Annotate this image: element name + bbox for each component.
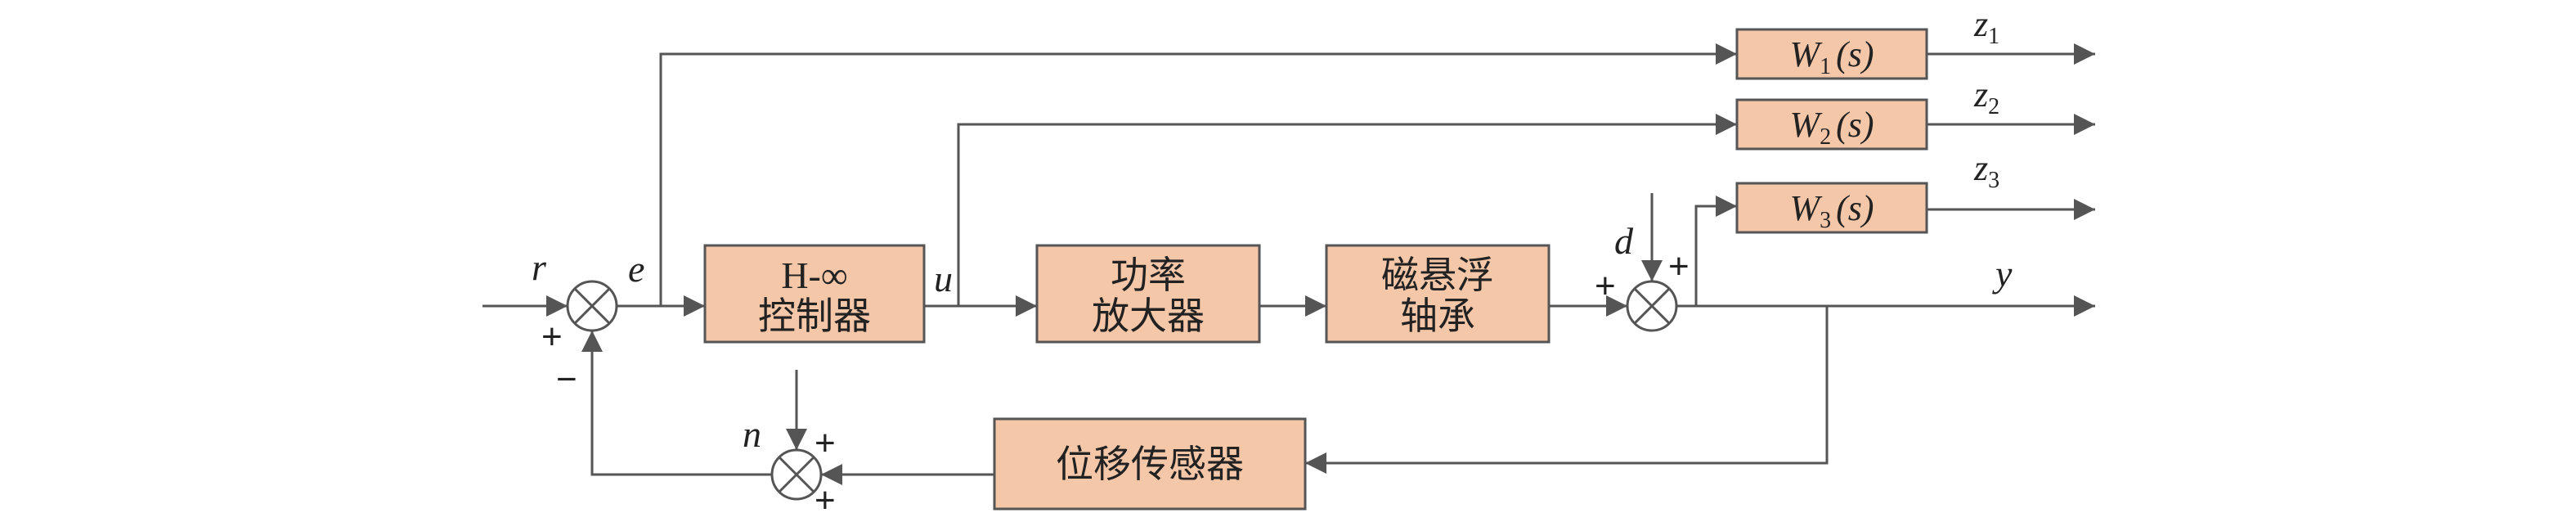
sum2-plus-top-sign: + xyxy=(1668,246,1690,286)
signal-u-label: u xyxy=(934,258,953,299)
sum1-minus-sign: − xyxy=(556,359,577,399)
displacement-sensor-block: 位移传感器 xyxy=(993,417,1307,511)
signal-d-label: d xyxy=(1614,220,1634,262)
signal-e-label: e xyxy=(628,248,644,290)
error-to-w1-line xyxy=(659,43,1737,306)
amplifier-label-line1: 功率 xyxy=(1111,253,1186,297)
summing-junction-disturbance xyxy=(1626,280,1678,332)
signal-lines xyxy=(482,43,2095,485)
feedback-to-sensor-line xyxy=(1305,306,1829,474)
bearing-label-line2: 轴承 xyxy=(1400,294,1475,338)
signal-z3-label: z3 xyxy=(1973,148,1999,193)
summing-junction-reference xyxy=(566,280,618,332)
sign-labels: + − + + + + xyxy=(541,246,1690,513)
control-to-w2-line xyxy=(957,114,1737,306)
w1-label: W1(s) xyxy=(1789,34,1874,79)
weight-w1-block: W1(s) xyxy=(1735,28,1928,80)
controller-block: H-∞ 控制器 xyxy=(703,244,926,344)
signal-z1-label: z1 xyxy=(1973,4,1999,49)
w2-subscript: 2 xyxy=(1820,124,1831,150)
w1-subscript: 1 xyxy=(1820,54,1831,79)
controller-label-line1: H-∞ xyxy=(781,254,847,296)
w3-label: W3(s) xyxy=(1789,188,1874,233)
weight-w3-block: W3(s) xyxy=(1735,182,1928,234)
signal-y-label: y xyxy=(1992,253,2013,295)
feedback-to-first-sum-line xyxy=(581,331,772,476)
amplifier-label-line2: 放大器 xyxy=(1092,294,1205,338)
w2-symbol: W xyxy=(1789,105,1822,145)
sensor-label: 位移传感器 xyxy=(1056,442,1244,486)
output-to-w3-line xyxy=(1694,196,1737,306)
signal-r-label: r xyxy=(532,246,547,288)
sum1-plus-sign: + xyxy=(541,317,563,357)
summing-junction-noise xyxy=(770,448,823,501)
w3-argument: (s) xyxy=(1836,188,1874,228)
magnetic-bearing-block: 磁悬浮 轴承 xyxy=(1325,244,1551,344)
signal-n-label: n xyxy=(743,413,761,455)
sum2-plus-left-sign: + xyxy=(1595,266,1616,306)
signal-labels: r e u d n y z1 z2 z3 xyxy=(532,4,2013,455)
sum3-plus-top-sign: + xyxy=(815,423,836,463)
w1-symbol: W xyxy=(1789,34,1822,74)
signal-z2-label: z2 xyxy=(1973,74,1999,119)
w1-argument: (s) xyxy=(1836,34,1874,74)
w3-subscript: 3 xyxy=(1820,208,1831,233)
weight-w2-block: W2(s) xyxy=(1735,98,1928,151)
w2-argument: (s) xyxy=(1836,105,1874,145)
controller-label-line2: 控制器 xyxy=(758,294,871,338)
sum3-plus-bottom-sign: + xyxy=(815,480,836,513)
bearing-label-line1: 磁悬浮 xyxy=(1381,253,1494,297)
power-amplifier-block: 功率 放大器 xyxy=(1035,244,1261,344)
w2-label: W2(s) xyxy=(1789,105,1874,150)
w3-symbol: W xyxy=(1789,188,1822,228)
